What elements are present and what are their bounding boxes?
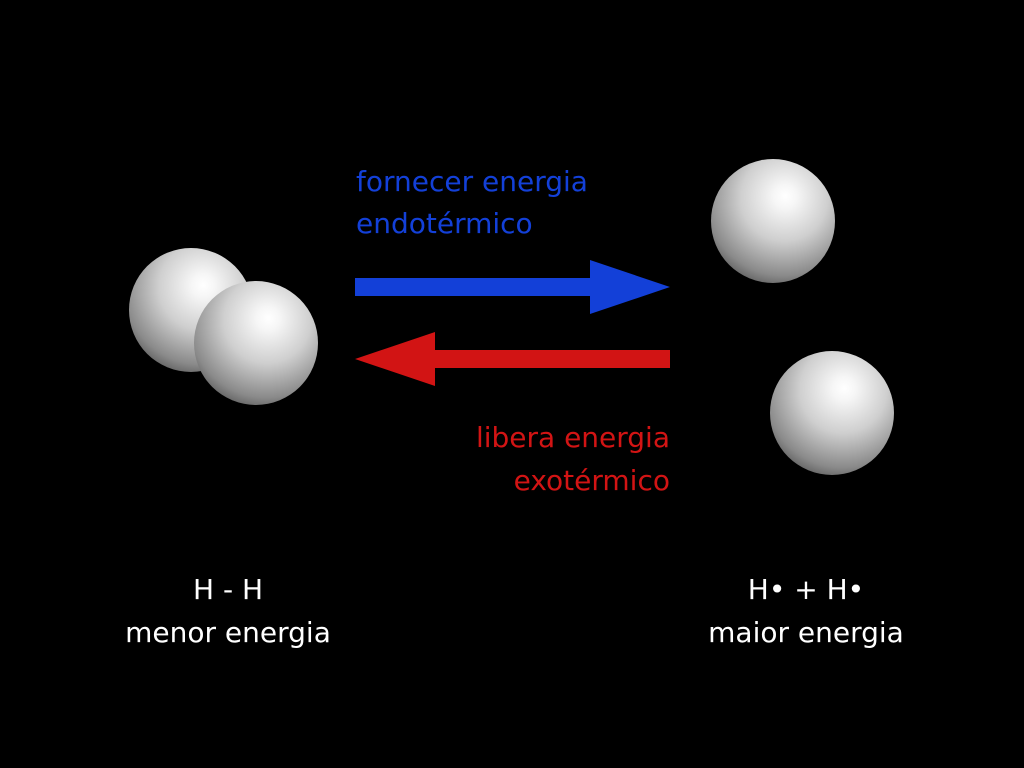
reverse-label-line2: exotérmico (513, 464, 670, 497)
reverse-label-line1: libera energia (475, 421, 670, 454)
hydrogen-atom-top-icon (711, 159, 835, 283)
hydrogen-atom-bottom-icon (770, 351, 894, 475)
products-caption: maior energia (708, 616, 904, 649)
forward-label-line2: endotérmico (356, 207, 533, 240)
products-formula: H• + H• (747, 573, 865, 606)
reactant-caption: menor energia (125, 616, 331, 649)
forward-arrow-icon (355, 260, 670, 314)
hydrogen-molecule-icon (129, 248, 318, 405)
reverse-arrow-icon (355, 332, 670, 386)
hydrogen-atom-sphere (194, 281, 318, 405)
reactant-formula: H - H (192, 573, 263, 606)
forward-label-line1: fornecer energia (356, 165, 588, 198)
